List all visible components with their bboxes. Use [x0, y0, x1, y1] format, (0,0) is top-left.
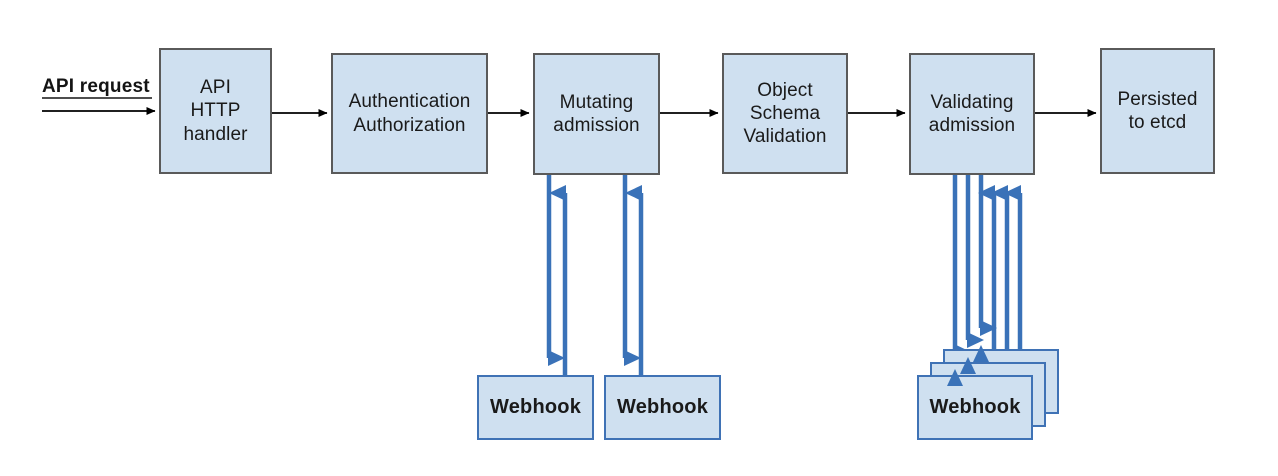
- node-authentication-authorization[interactable]: Authentication Authorization: [331, 53, 488, 174]
- node-object-schema-validation[interactable]: Object Schema Validation: [722, 53, 848, 174]
- node-validating-admission[interactable]: Validating admission: [909, 53, 1035, 175]
- webhook-box-validating-stack-front[interactable]: Webhook: [917, 375, 1033, 440]
- node-mutating-admission[interactable]: Mutating admission: [533, 53, 660, 175]
- webhook-box-mutating-2[interactable]: Webhook: [604, 375, 721, 440]
- node-api-http-handler[interactable]: API HTTP handler: [159, 48, 272, 174]
- node-persisted-to-etcd[interactable]: Persisted to etcd: [1100, 48, 1215, 174]
- connector-validating-to-webhook-stack-down: [952, 175, 997, 360]
- webhook-box-mutating-1[interactable]: Webhook: [477, 375, 594, 440]
- api-request-label: API request: [42, 76, 150, 97]
